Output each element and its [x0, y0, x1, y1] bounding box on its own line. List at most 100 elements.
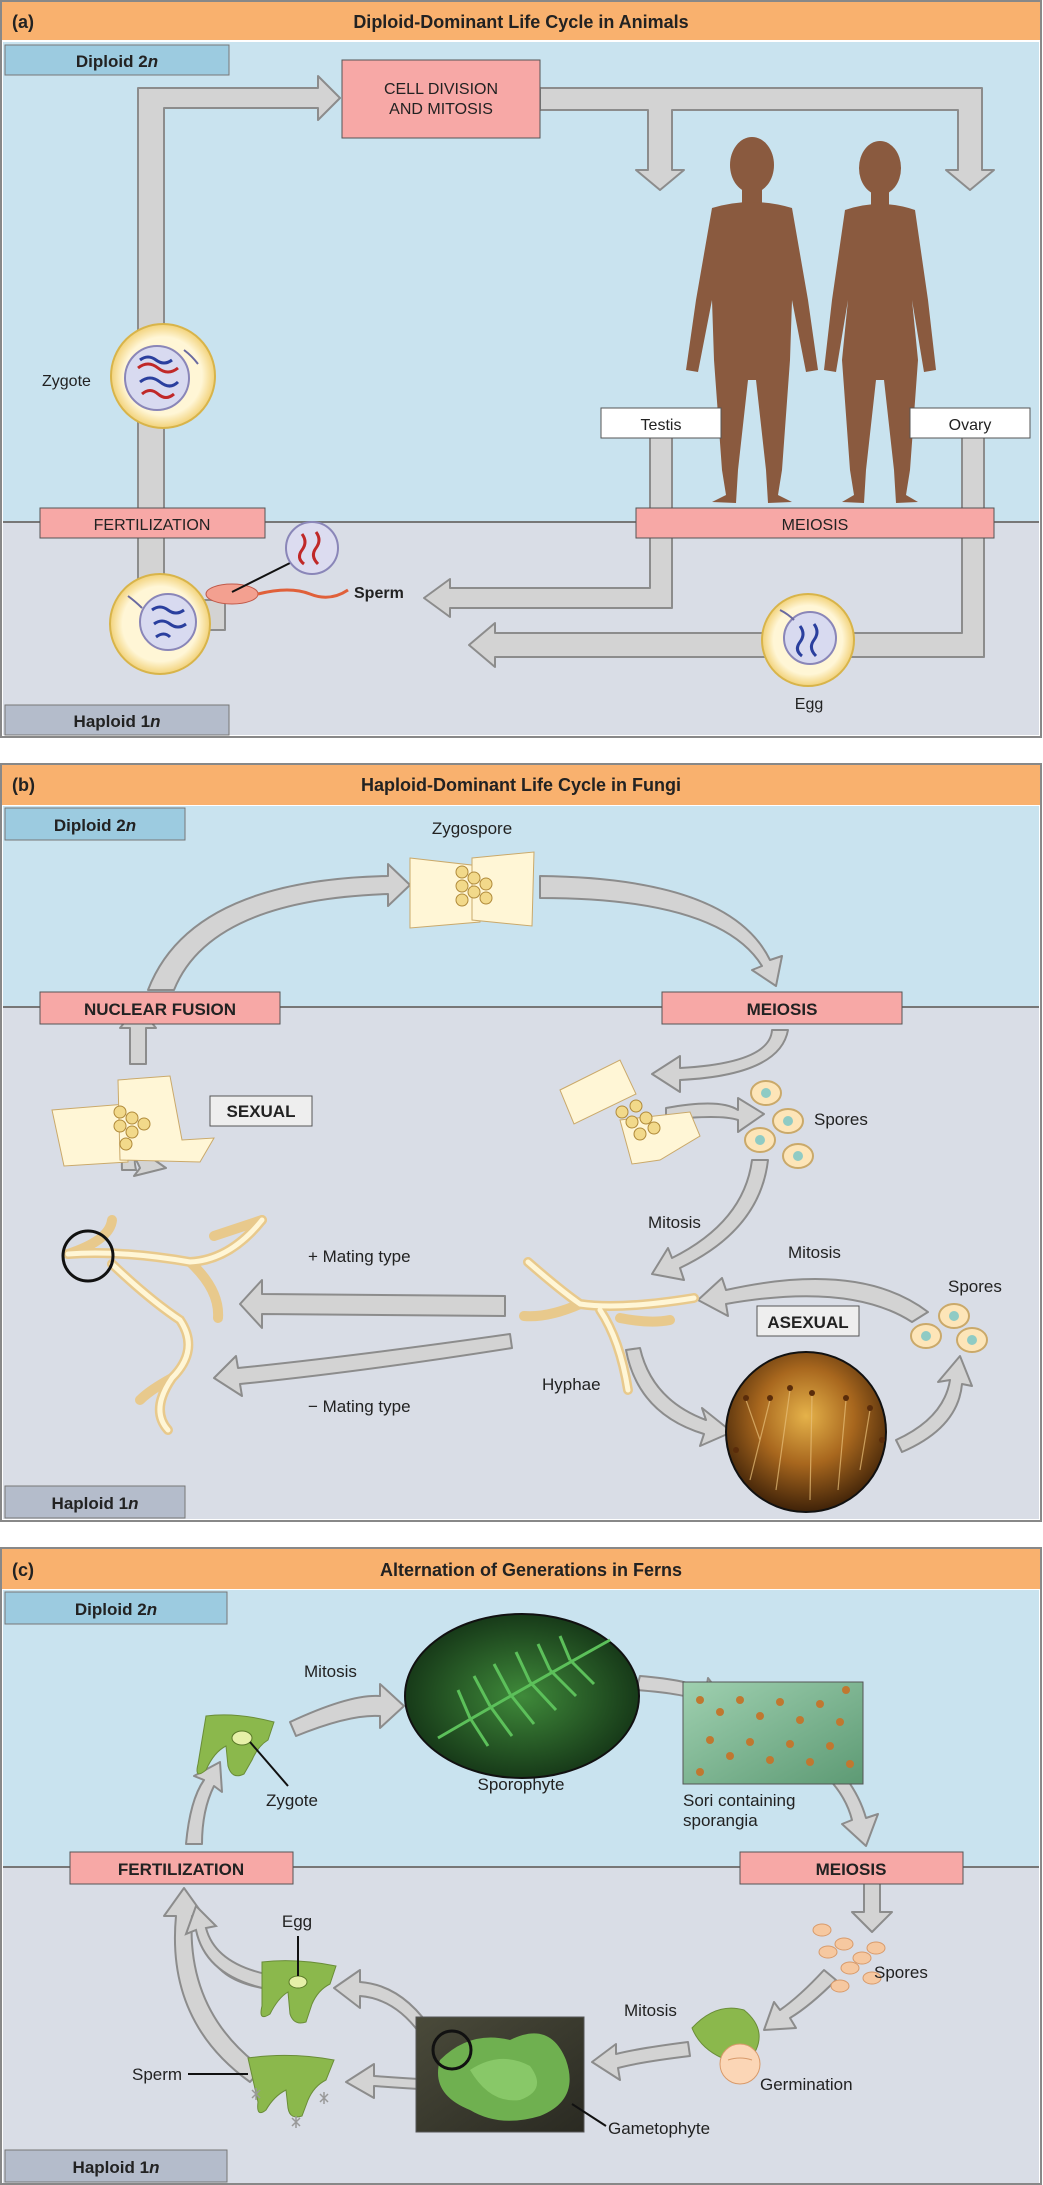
mold-sporangia-photo [725, 1351, 887, 1513]
gametophyte-photo [415, 2016, 607, 2133]
zygote-label-c: Zygote [266, 1791, 318, 1810]
cell-division-label-1: CELL DIVISION [384, 81, 498, 98]
svg-text:Diploid 2n: Diploid 2n [75, 1600, 157, 1619]
spores-cluster-1 [744, 1080, 814, 1169]
panel-c-haploid-label: Haploid 1 [73, 2158, 150, 2177]
panel-a-haploid-n: n [150, 712, 160, 731]
svg-text:Haploid 1n: Haploid 1n [73, 2158, 160, 2177]
meiosis-label-a: MEIOSIS [782, 517, 849, 534]
spores-label-1: Spores [814, 1110, 868, 1129]
panel-a-title: Diploid-Dominant Life Cycle in Animals [353, 12, 688, 32]
panel-a-haploid-label: Haploid 1 [74, 712, 151, 731]
sexual-label: SEXUAL [227, 1102, 296, 1121]
svg-text:Diploid 2n: Diploid 2n [54, 816, 136, 835]
egg-archegonium [260, 1936, 337, 2024]
panel-b-haploid-n: n [128, 1494, 138, 1513]
sexual-box [209, 1095, 313, 1127]
minus-mating-label: − Mating type [308, 1397, 411, 1416]
sori-label-1: Sori containing [683, 1791, 795, 1810]
panel-c-title: Alternation of Generations in Ferns [380, 1560, 682, 1580]
panel-c-haploid-n: n [149, 2158, 159, 2177]
meiosis-box-c [739, 1851, 964, 1885]
germination-label: Germination [760, 2075, 853, 2094]
contact-circle [61, 1229, 115, 1283]
mitosis-label-c2: Mitosis [624, 2001, 677, 2020]
meiosis-box-b [661, 991, 903, 1025]
sperm-antheridium [188, 2054, 335, 2128]
asexual-box [756, 1305, 860, 1337]
plus-mating-label: + Mating type [308, 1247, 411, 1266]
panel-c: (c) Alternation of Generations in Ferns … [0, 1547, 1042, 2185]
egg-to-fertilization-arrow [184, 1904, 278, 1992]
panel-b-letter: (b) [12, 775, 35, 795]
testis-box [600, 407, 722, 439]
egg-label-c: Egg [282, 1912, 312, 1931]
panel-b-header [2, 765, 1040, 805]
panel-c-diploid-label: Diploid 2 [75, 1600, 147, 1619]
spores-label-c: Spores [874, 1963, 928, 1982]
spores-label-2: Spores [948, 1277, 1002, 1296]
panel-a-diploid-tag [4, 44, 230, 76]
svg-text:Haploid 1n: Haploid 1n [52, 1494, 139, 1513]
panel-a-header [2, 2, 1040, 40]
svg-text:Haploid 1n: Haploid 1n [74, 712, 161, 731]
panel-b-cycle-arrows [119, 863, 973, 1453]
nuclear-fusion-label: NUCLEAR FUSION [84, 1000, 236, 1019]
fertilization-label-c: FERTILIZATION [118, 1860, 244, 1879]
ovary-box [909, 407, 1031, 439]
panel-b-diploid-tag [4, 807, 186, 841]
fertilization-box-c [69, 1851, 294, 1885]
panel-a-letter: (a) [12, 12, 34, 32]
panel-b-haploid-label: Haploid 1 [52, 1494, 129, 1513]
mitosis-label-b1: Mitosis [648, 1213, 701, 1232]
cell-division-box [341, 59, 541, 139]
panel-b-diploid-n: n [126, 816, 136, 835]
panel-b: (b) Haploid-Dominant Life Cycle in Fungi… [0, 763, 1042, 1522]
ovary-label: Ovary [949, 417, 992, 434]
cell-division-label-2: AND MITOSIS [389, 101, 493, 118]
sperm-label-c: Sperm [132, 2065, 182, 2084]
panel-b-title: Haploid-Dominant Life Cycle in Fungi [361, 775, 681, 795]
sexual-zygospore [51, 1075, 215, 1167]
sporophyte-photo [404, 1613, 640, 1779]
panel-c-diploid-n: n [147, 1600, 157, 1619]
meiosis-label-c: MEIOSIS [816, 1860, 887, 1879]
panel-a: (a) Diploid-Dominant Life Cycle in Anima… [0, 0, 1042, 738]
egg-cell [761, 593, 855, 687]
spores-cluster-2 [910, 1303, 988, 1353]
testis-label: Testis [641, 417, 682, 434]
sperm-cell [205, 521, 349, 605]
fertilization-box-a [39, 507, 266, 539]
panel-c-haploid-tag [4, 2149, 228, 2183]
sperm-label: Sperm [354, 585, 404, 602]
panel-c-diploid-tag [4, 1591, 228, 1625]
asexual-label: ASEXUAL [767, 1313, 848, 1332]
hyphae-label: Hyphae [542, 1375, 601, 1394]
sporophyte-label: Sporophyte [478, 1775, 565, 1794]
sori-photo [682, 1681, 864, 1785]
zygote-plant [196, 1714, 289, 1787]
germinating-spore [691, 2007, 761, 2085]
fertilization-label-a: FERTILIZATION [94, 517, 211, 534]
female-silhouette [824, 141, 936, 503]
panel-a-haploid-tag [4, 704, 230, 736]
mitosis-label-c1: Mitosis [304, 1662, 357, 1681]
panel-c-letter: (c) [12, 1560, 34, 1580]
zygospore [409, 851, 535, 929]
zygote-label: Zygote [42, 373, 91, 390]
panel-b-haploid-tag [4, 1485, 186, 1519]
mitosis-label-b2: Mitosis [788, 1243, 841, 1262]
zygote-cell [110, 323, 216, 429]
sori-label-2: sporangia [683, 1811, 758, 1830]
meiosis-box-a [635, 507, 995, 539]
panel-b-diploid-label: Diploid 2 [54, 816, 126, 835]
gametophyte-label: Gametophyte [608, 2119, 710, 2138]
nuclear-fusion-box [39, 991, 281, 1025]
panel-a-diploid-label: Diploid 2 [76, 52, 148, 71]
meiosis-label-b: MEIOSIS [747, 1000, 818, 1019]
fertilized-egg-cell [109, 573, 211, 675]
egg-label-a: Egg [795, 696, 823, 713]
panel-a-diploid-n: n [148, 52, 158, 71]
fern-spores [812, 1923, 886, 1993]
